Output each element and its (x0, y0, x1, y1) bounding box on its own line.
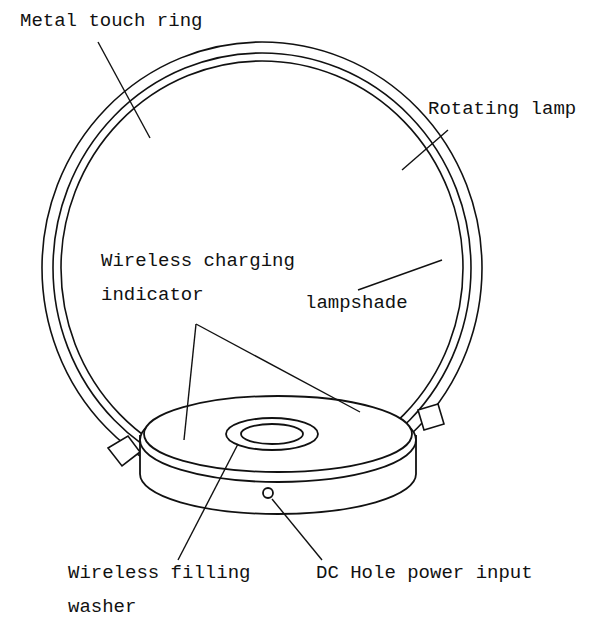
leader-line (98, 42, 150, 138)
leader-lines (98, 42, 448, 560)
base (140, 396, 416, 514)
part-label: Wireless filling washer (68, 556, 268, 624)
part-label: Wireless charging indicator (101, 244, 311, 312)
washer-inner (241, 424, 303, 444)
leader-line (358, 260, 442, 290)
leader-line (184, 324, 196, 440)
part-label: Metal touch ring (20, 4, 260, 38)
hinge (108, 436, 140, 466)
part-label: lampshade (305, 286, 445, 320)
leader-line (196, 324, 360, 412)
dc-hole (263, 488, 273, 498)
leader-line (178, 444, 238, 560)
leader-line (402, 130, 448, 170)
lampshade (61, 61, 463, 462)
washer (226, 418, 318, 450)
leader-line (272, 499, 322, 560)
part-label: DC Hole power input (316, 556, 586, 590)
part-label: Rotating lamp (428, 92, 594, 126)
rotating-lamp (53, 53, 471, 462)
ring (42, 42, 482, 462)
metal-touch-ring (42, 42, 482, 462)
hinge (418, 404, 444, 430)
